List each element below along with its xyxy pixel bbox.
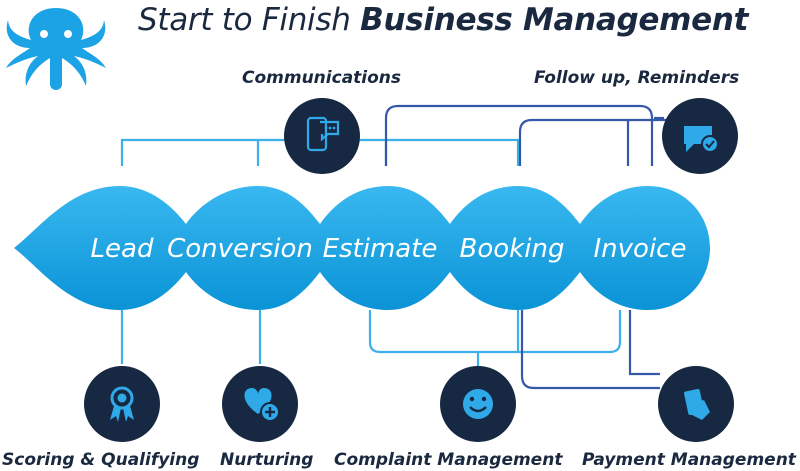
follow-up-connectors	[384, 104, 700, 166]
scoring-icon-circle	[84, 366, 160, 442]
heart-plus-icon	[244, 388, 280, 422]
page-title: Start to Finish Business Management	[138, 2, 778, 38]
scoring-label: Scoring & Qualifying	[2, 450, 200, 470]
follow-up-icon-circle	[662, 98, 738, 174]
stage-booking: Booking	[460, 234, 565, 264]
title-prefix: Start to Finish	[138, 2, 351, 38]
nurturing-label: Nurturing	[220, 450, 314, 470]
stage-invoice: Invoice	[594, 234, 687, 264]
award-ribbon-icon	[110, 386, 134, 422]
communications-label: Communications	[242, 68, 402, 88]
stage-flow	[14, 186, 710, 310]
complaint-icon-circle	[440, 366, 516, 442]
bottom-connectors-dark	[520, 310, 660, 390]
stage-estimate: Estimate	[323, 234, 438, 264]
card-hand-icon	[684, 388, 710, 420]
communications-icon-circle	[284, 98, 360, 174]
chat-phone-icon	[306, 116, 340, 152]
follow-up-label: Follow up, Reminders	[534, 68, 740, 88]
complaint-label: Complaint Management	[334, 450, 563, 470]
stage-conversion: Conversion	[167, 234, 313, 264]
nurturing-icon-circle	[222, 366, 298, 442]
bottom-connectors-light	[120, 310, 622, 366]
stage-lead: Lead	[91, 234, 154, 264]
title-emphasis: Business Management	[360, 2, 749, 38]
payment-label: Payment Management	[582, 450, 796, 470]
octopus-logo-icon	[6, 8, 106, 90]
payment-icon-circle	[658, 366, 734, 442]
message-check-icon	[684, 126, 719, 153]
smiley-face-icon	[463, 389, 493, 419]
